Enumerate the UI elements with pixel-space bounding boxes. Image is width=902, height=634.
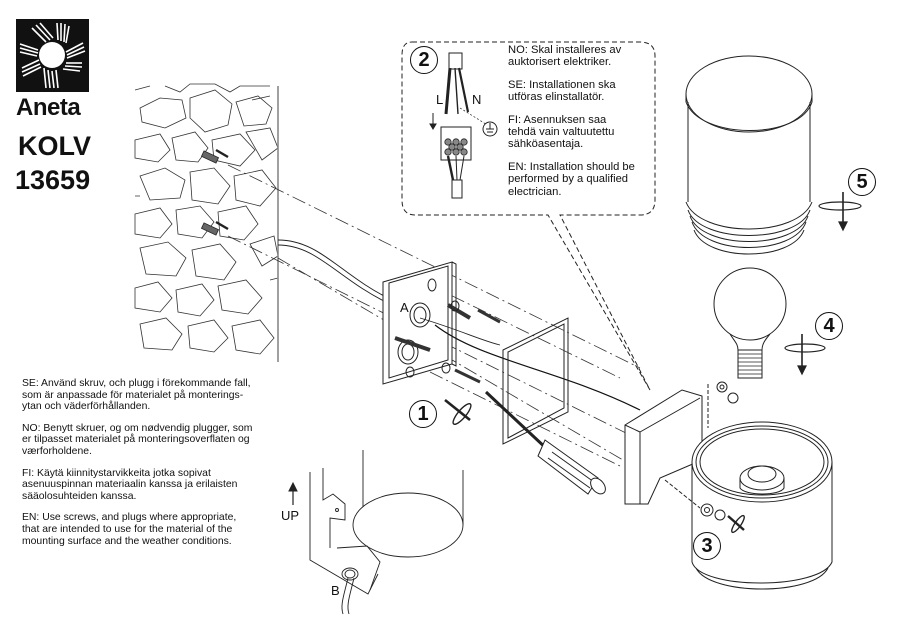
rotate-arrow-icon	[784, 192, 862, 376]
wiring-detail	[429, 52, 498, 199]
wall-plug-icon	[200, 148, 229, 236]
mounting-instructions: SE: Använd skruv, och plugg i förekomman…	[22, 378, 282, 547]
wiring-note-fi: FI: Asennuksen saa tehdä vain valtuutett…	[508, 113, 615, 151]
stone-wall	[134, 83, 279, 362]
lamp-body	[624, 381, 833, 590]
bracket-bottom-detail	[309, 450, 464, 615]
sun-rays-logo-icon	[16, 19, 89, 92]
mounting-note-fi: FI: Käytä kiinnitystarvikkeita jotka sop…	[22, 467, 238, 502]
brand-name: Aneta	[16, 94, 81, 121]
part-b-label: B	[331, 583, 340, 598]
wrench-rotate-icon	[727, 514, 745, 534]
light-bulb	[713, 267, 787, 379]
model-number: 13659	[15, 165, 91, 195]
mounting-note-se: SE: Använd skruv, och plugg i förekomman…	[22, 378, 251, 413]
wiring-notes: NO: Skal installeres av auktorisert elek…	[508, 44, 653, 198]
mounting-plate	[382, 261, 641, 411]
mounting-note-en: EN: Use screws, and plugs where appropri…	[22, 512, 237, 547]
lamp-cover	[685, 55, 813, 255]
gasket-frame	[502, 317, 569, 445]
wall-cable	[277, 239, 393, 301]
wiring-note-se: SE: Installationen ska utföras elinstall…	[508, 78, 616, 104]
live-wire-label: L	[436, 92, 444, 107]
neutral-wire-label: N	[472, 92, 482, 107]
wiring-note-en: EN: Installation should be performed by …	[508, 160, 635, 198]
up-label: UP	[281, 508, 300, 523]
step-badge-1: 1	[409, 400, 437, 428]
model-name: KOLV	[18, 131, 91, 161]
step-badge-2: 2	[410, 46, 438, 74]
wiring-callout-border	[401, 41, 656, 391]
screwdriver-icon	[484, 390, 606, 495]
step-badge-4: 4	[815, 312, 843, 340]
step-badge-3: 3	[693, 532, 721, 560]
part-a-label: A	[400, 300, 409, 315]
step-badge-5: 5	[848, 168, 876, 196]
wiring-note-no: NO: Skal installeres av auktorisert elek…	[508, 44, 622, 69]
screw-rotate-icon	[444, 398, 472, 425]
up-arrow-icon	[288, 481, 298, 505]
mounting-note-no: NO: Benytt skruer, og om nødvendig plugg…	[22, 422, 253, 457]
